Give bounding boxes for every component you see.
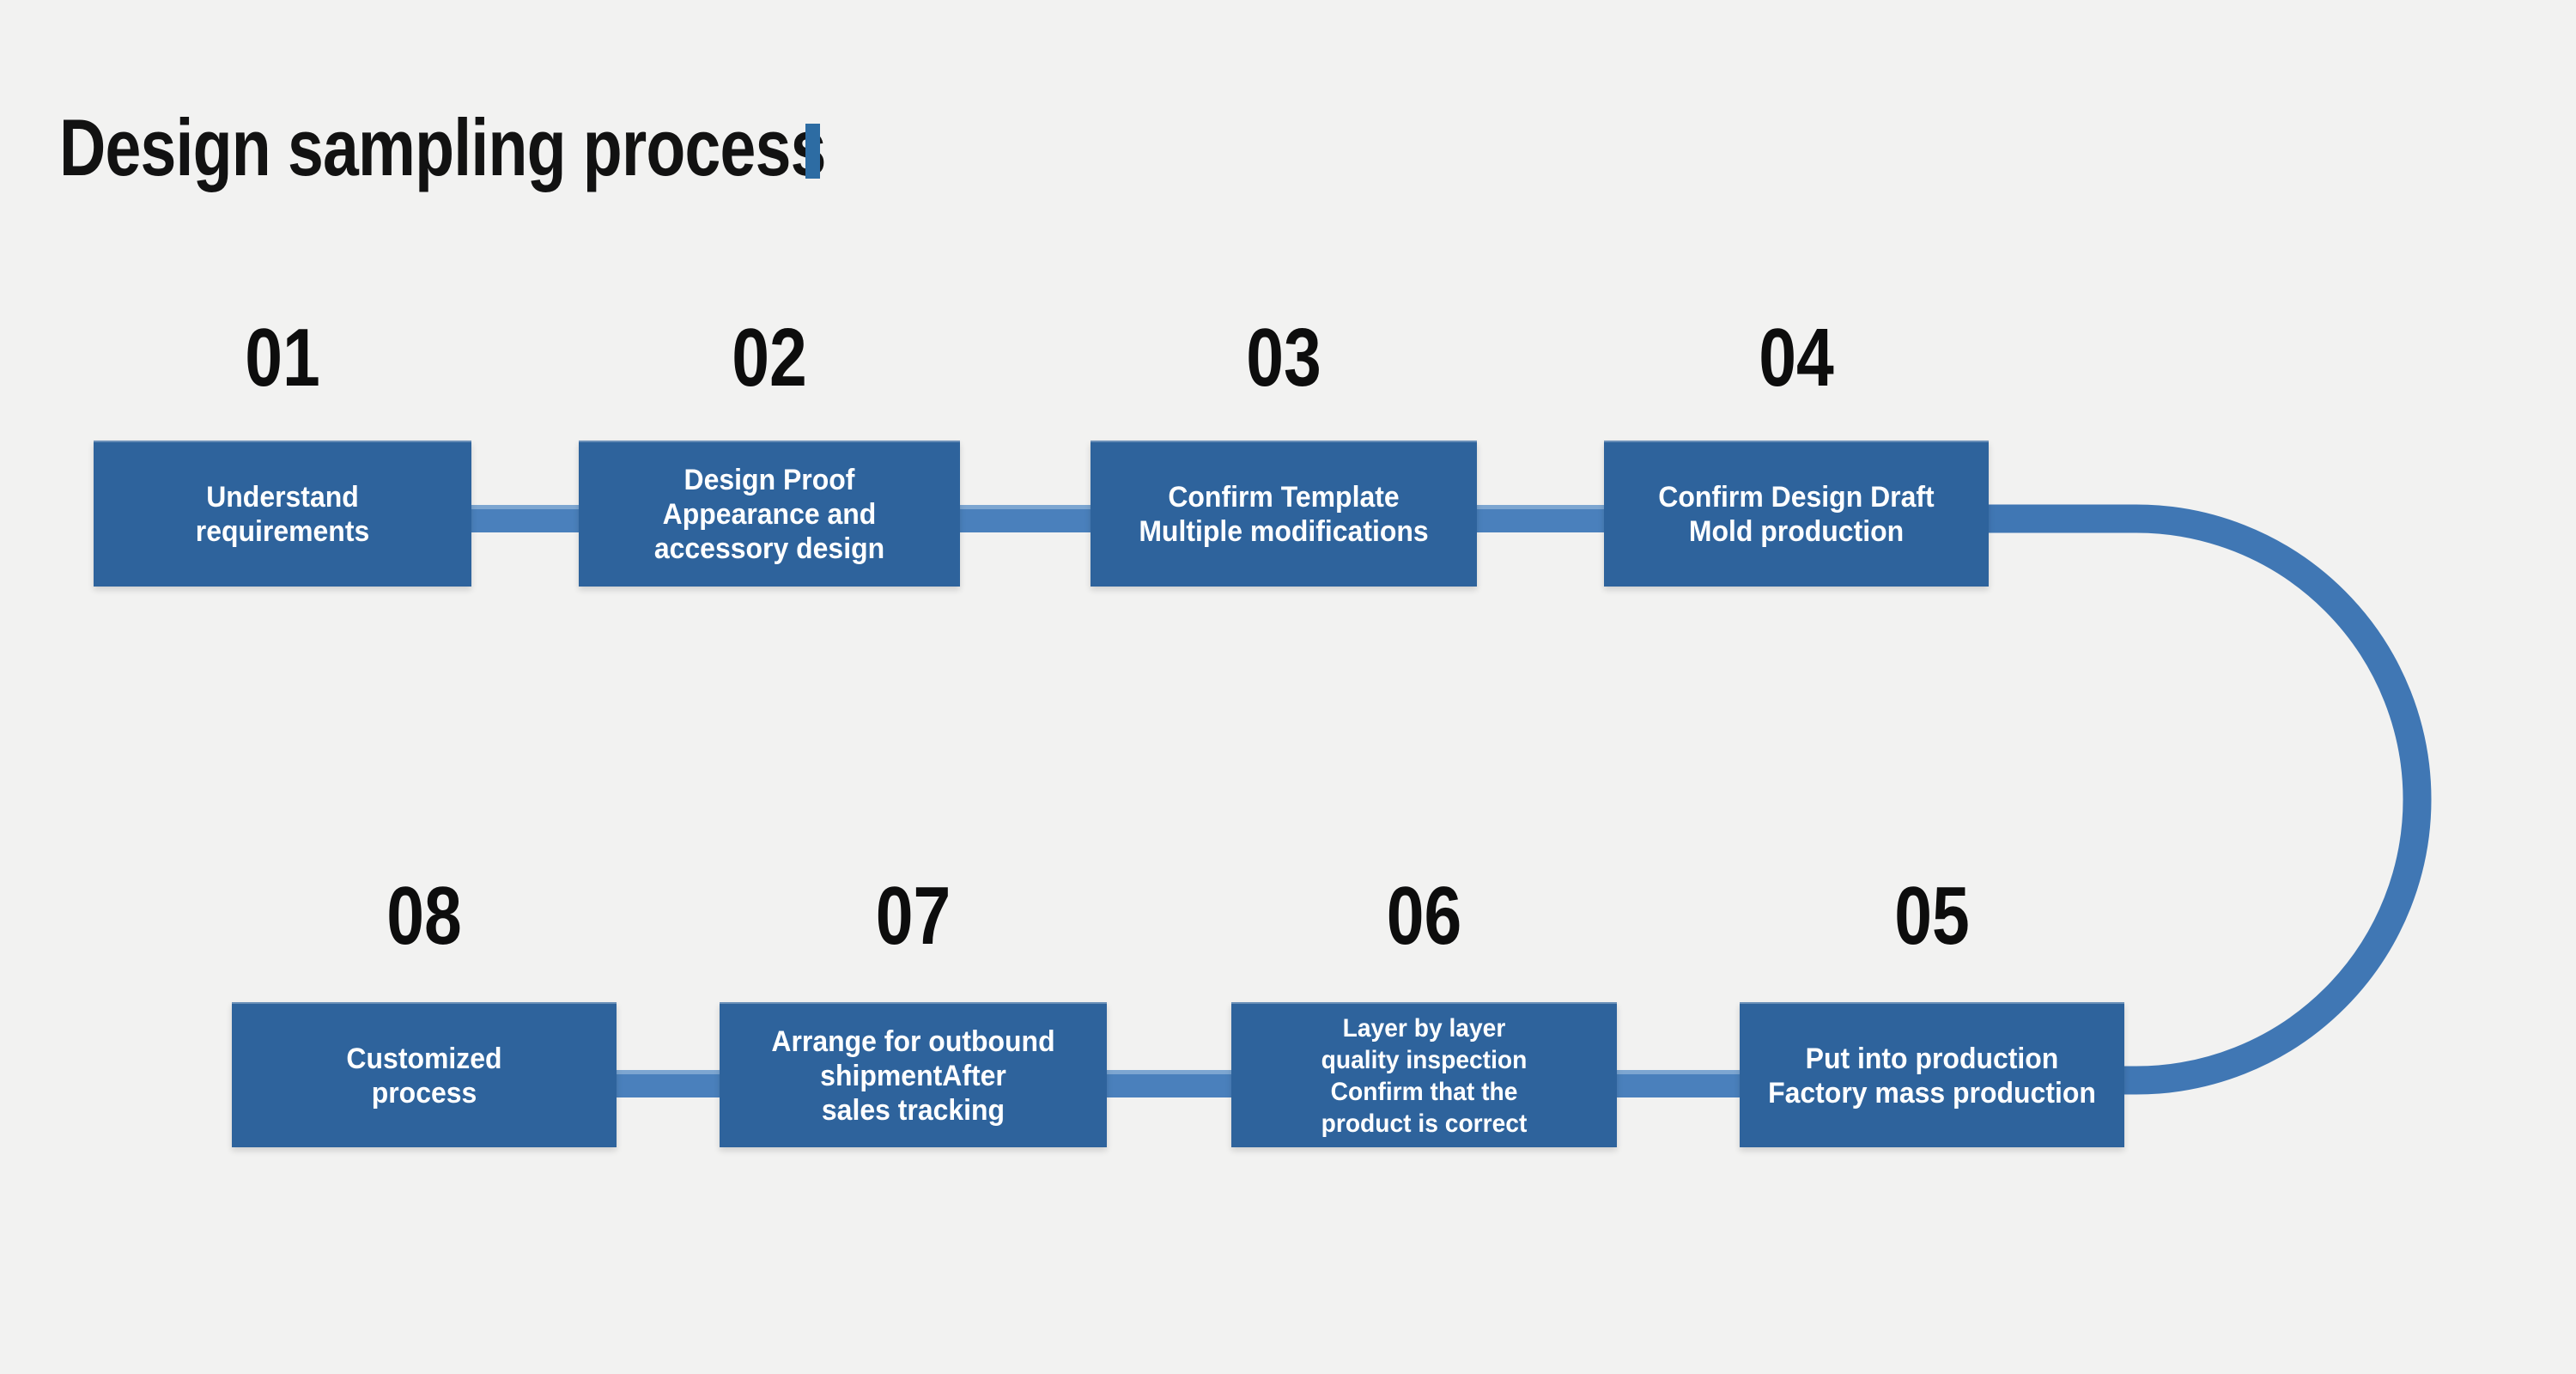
step-box-label: Customized process <box>346 1042 502 1110</box>
page-title: Design sampling process <box>59 102 826 192</box>
connector-bar-highlight <box>1105 1070 1235 1074</box>
step-box-03: Confirm Template Multiple modifications <box>1091 441 1477 587</box>
step-box-04: Confirm Design Draft Mold production <box>1604 441 1989 587</box>
step-box-08: Customized process <box>232 1002 617 1147</box>
step-number-07: 07 <box>875 870 951 962</box>
step-box-label: Design Proof Appearance and accessory de… <box>653 464 885 565</box>
connector-bar <box>1473 505 1607 532</box>
title-accent-bar <box>805 124 820 179</box>
connector-bar-highlight <box>958 505 1094 509</box>
step-number-04: 04 <box>1759 312 1834 404</box>
step-number-05: 05 <box>1894 870 1970 962</box>
connector-bar-highlight <box>1473 505 1607 509</box>
step-box-label: Confirm Template Multiple modifications <box>1139 481 1429 548</box>
step-box-06: Layer by layer quality inspection Confir… <box>1231 1002 1617 1147</box>
step-box-05: Put into production Factory mass product… <box>1740 1002 2124 1147</box>
step-number-03: 03 <box>1246 312 1321 404</box>
step-box-label: Confirm Design Draft Mold production <box>1658 481 1935 548</box>
step-box-label: Put into production Factory mass product… <box>1768 1042 2096 1110</box>
connector-bar-highlight <box>615 1070 723 1074</box>
step-box-label: Understand requirements <box>195 481 370 548</box>
connector-bar <box>615 1070 723 1097</box>
connector-bar <box>958 505 1094 532</box>
step-number-06: 06 <box>1386 870 1462 962</box>
connector-bar-highlight <box>1615 1070 1743 1074</box>
connector-bar <box>1615 1070 1743 1097</box>
step-box-07: Arrange for outbound shipmentAfter sales… <box>720 1002 1107 1147</box>
step-number-01: 01 <box>245 312 320 404</box>
connector-bar <box>1105 1070 1235 1097</box>
step-box-01: Understand requirements <box>94 441 471 587</box>
step-number-02: 02 <box>732 312 807 404</box>
u-turn-curve <box>1987 504 2432 1095</box>
step-box-label: Arrange for outbound shipmentAfter sales… <box>771 1024 1055 1127</box>
step-box-02: Design Proof Appearance and accessory de… <box>579 441 960 587</box>
connector-bar-highlight <box>470 505 582 509</box>
connector-bar <box>470 505 582 532</box>
step-number-08: 08 <box>386 870 462 962</box>
step-box-label: Layer by layer quality inspection Confir… <box>1321 1013 1528 1138</box>
